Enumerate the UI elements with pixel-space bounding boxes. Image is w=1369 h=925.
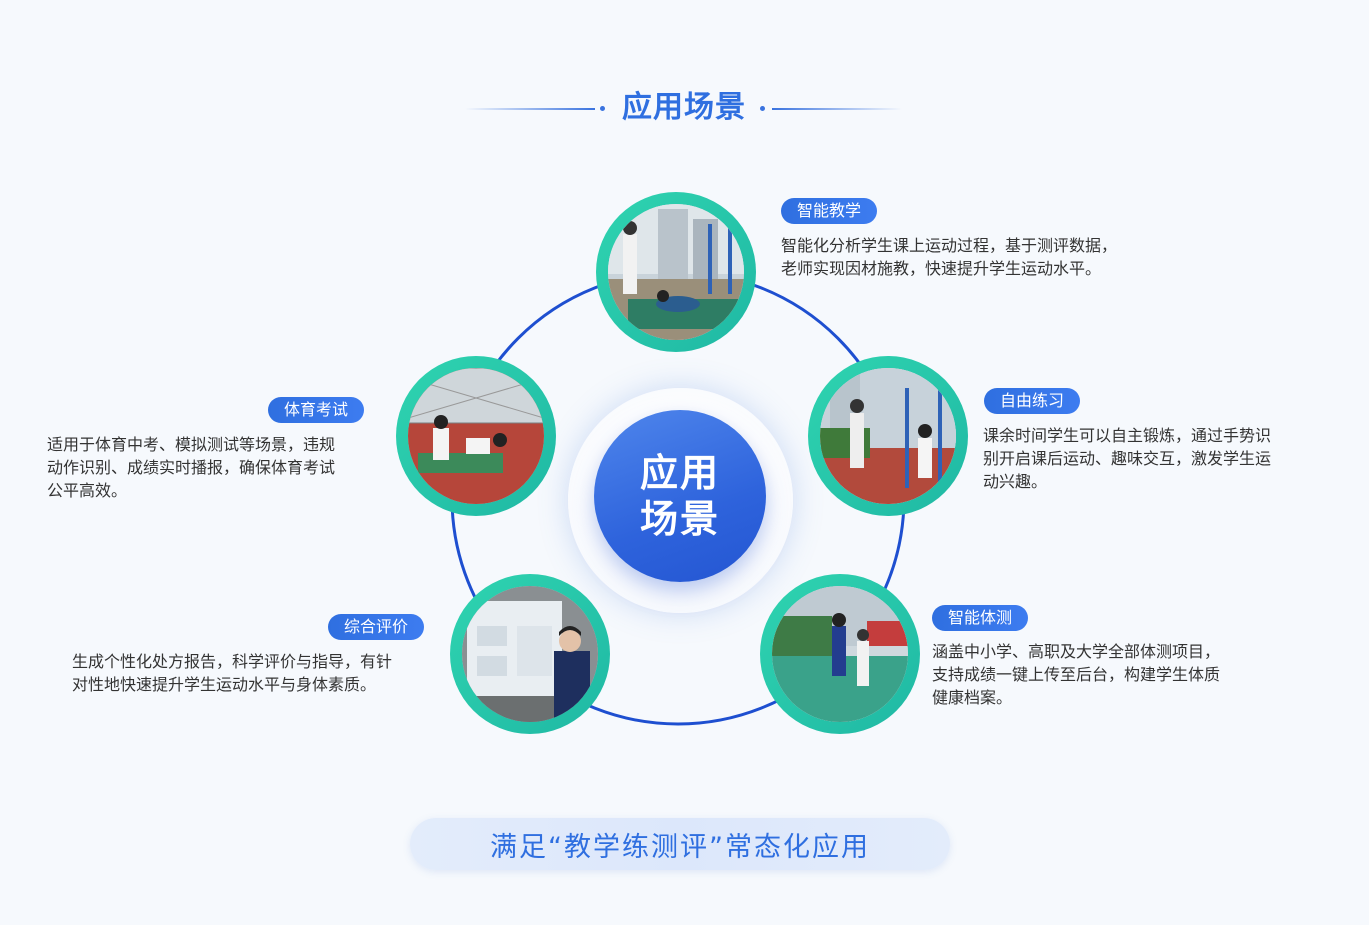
desc-pe-exam: 适用于体育中考、模拟测试等场景，违规 动作识别、成绩实时播报，确保体育考试 公平… bbox=[47, 435, 336, 500]
title-line-right bbox=[772, 108, 902, 110]
center-title: 应用场景 bbox=[639, 451, 720, 541]
photo-exam bbox=[396, 356, 556, 516]
footer-banner: 满足“教学练测评”常态化应用 bbox=[410, 818, 950, 870]
photo-evaluation bbox=[450, 574, 610, 734]
tag-pe-exam: 体育考试 bbox=[268, 397, 365, 423]
title-line-left bbox=[465, 108, 595, 110]
desc-free-practice: 课余时间学生可以自主锻炼，通过手势识 别开启课后运动、趣味交互，激发学生运 动兴… bbox=[983, 426, 1272, 491]
center-badge: 应用场景 bbox=[594, 410, 766, 582]
desc-comprehensive-evaluation: 生成个性化处方报告，科学评价与指导，有针 对性地快速提升学生运动水平与身体素质。 bbox=[72, 652, 393, 694]
title-dot-left bbox=[600, 106, 605, 111]
desc-smart-fitness-test: 涵盖中小学、高职及大学全部体测项目， 支持成绩一键上传至后台，构建学生体质 健康… bbox=[932, 642, 1221, 707]
footer-text: 满足“教学练测评”常态化应用 bbox=[490, 831, 870, 863]
tag-smart-fitness-test: 智能体测 bbox=[932, 605, 1029, 631]
photo-fitness-test bbox=[760, 574, 920, 734]
tag-smart-teaching: 智能教学 bbox=[781, 198, 878, 224]
title-dot-right bbox=[760, 106, 765, 111]
tag-free-practice: 自由练习 bbox=[984, 388, 1081, 414]
page-title: 应用场景 bbox=[622, 90, 746, 125]
desc-smart-teaching: 智能化分析学生课上运动过程，基于测评数据， 老师实现因材施教，快速提升学生运动水… bbox=[781, 236, 1118, 278]
tag-comprehensive-evaluation: 综合评价 bbox=[328, 614, 425, 640]
photo-teaching bbox=[596, 192, 756, 352]
photo-practice bbox=[808, 356, 968, 516]
